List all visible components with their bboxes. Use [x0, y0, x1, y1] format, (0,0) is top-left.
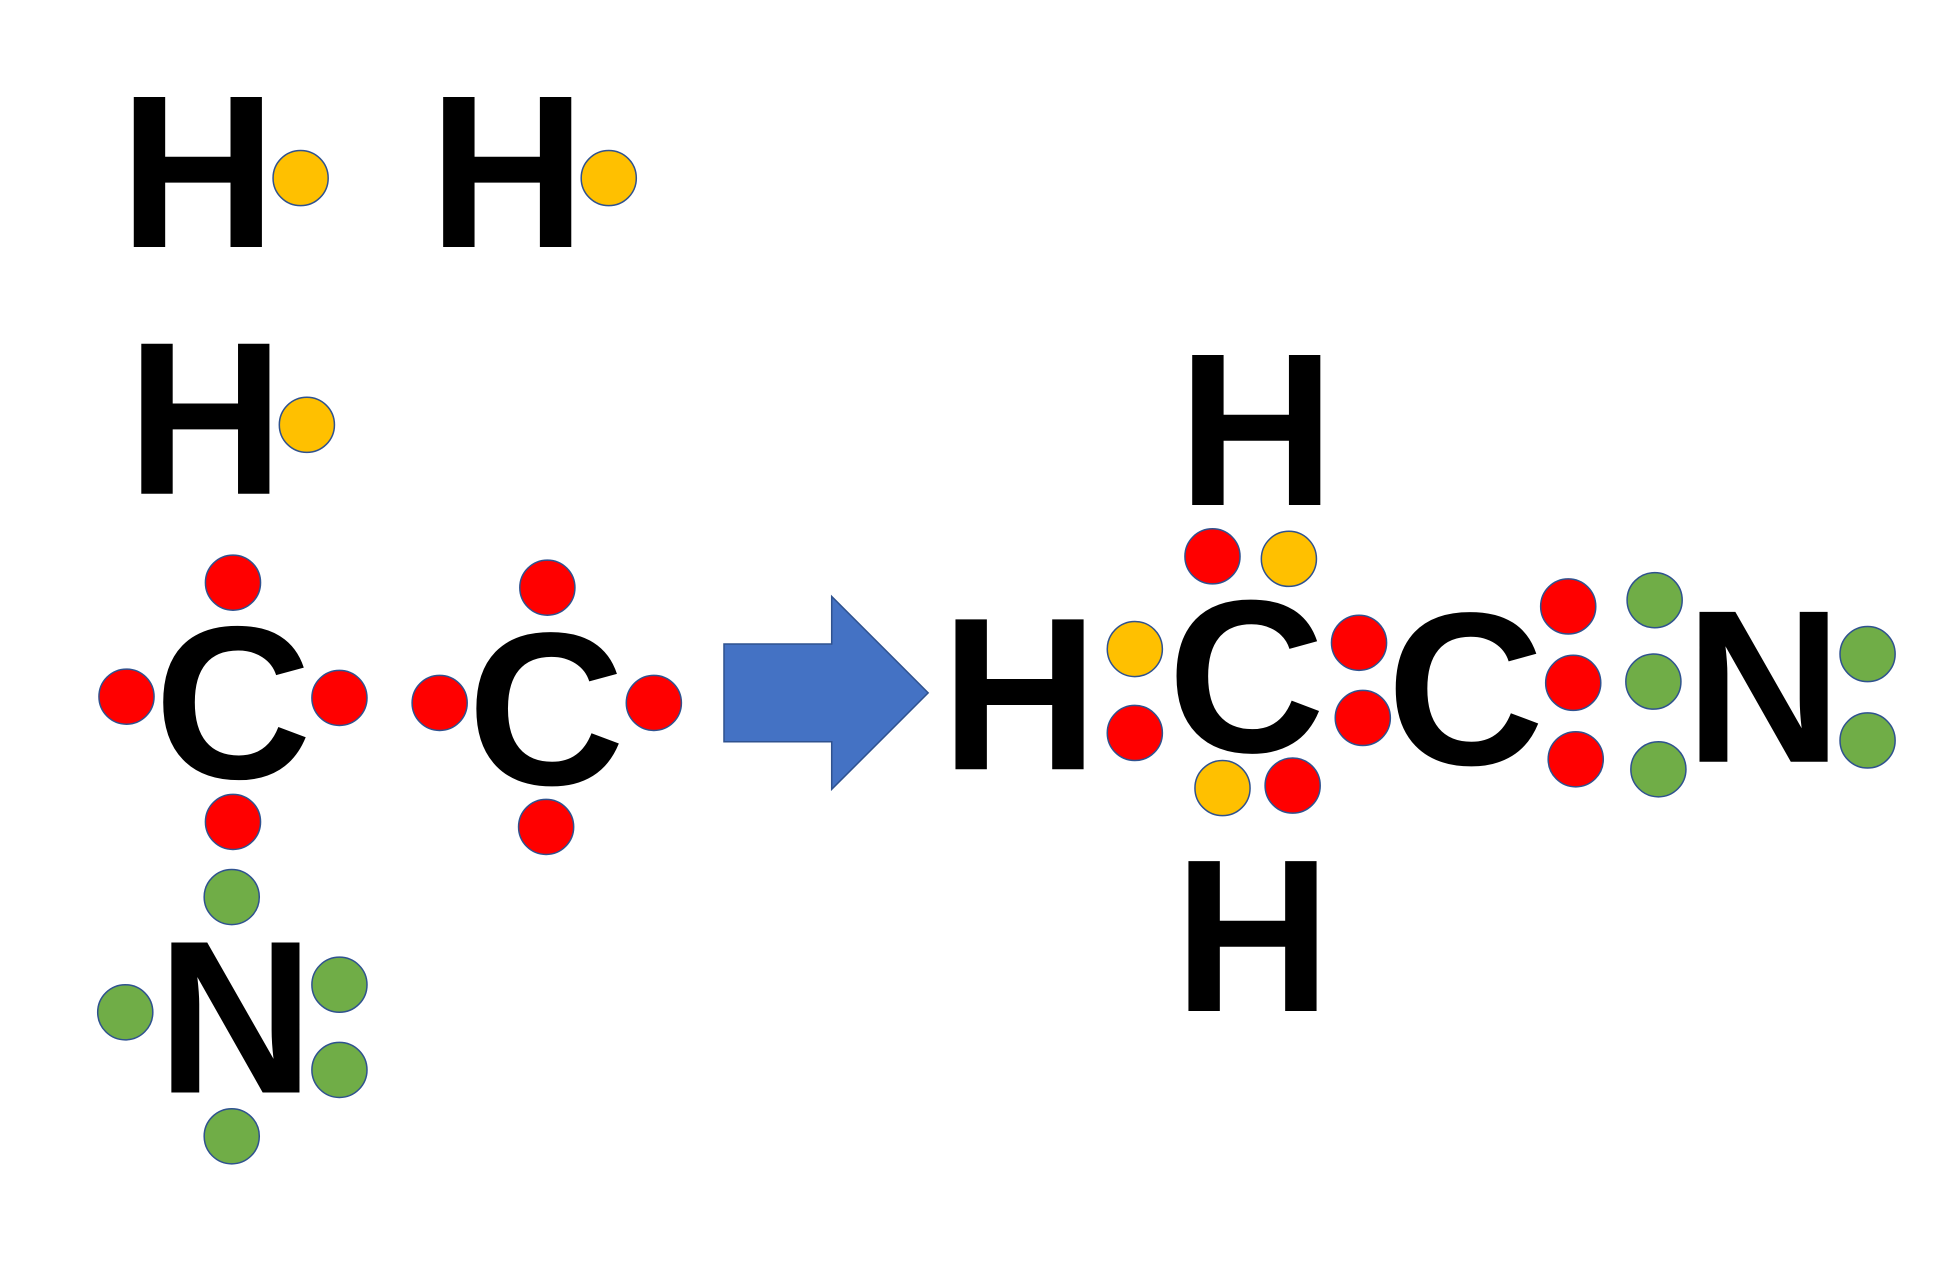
carbon-electron — [625, 674, 683, 732]
atom-hydrogen-left: H — [941, 573, 1098, 816]
carbon-electron — [311, 669, 368, 727]
product: H H C C N H — [941, 309, 1896, 1058]
nitrogen-electron — [1625, 653, 1682, 710]
atom-nitrogen: N — [1685, 566, 1842, 809]
atom-hydrogen-2: H — [429, 51, 586, 294]
carbon-electron — [98, 668, 155, 725]
atom-carbon-2: C — [1387, 568, 1544, 811]
carbon-electron — [1539, 578, 1597, 635]
carbon-electron — [1544, 654, 1602, 712]
carbon-electron — [411, 674, 468, 732]
atom-hydrogen-top: H — [1178, 309, 1335, 552]
nitrogen-electron — [203, 1107, 261, 1165]
hydrogen-electron — [1106, 620, 1164, 678]
nitrogen-electron — [96, 983, 154, 1041]
right-arrow-icon — [723, 594, 930, 792]
atom-hydrogen-bottom: H — [1174, 815, 1331, 1058]
carbon-electron — [519, 559, 576, 616]
nitrogen-electron — [203, 868, 261, 926]
hydrogen-electron — [580, 149, 638, 207]
nitrogen-electron — [1626, 571, 1683, 629]
nitrogen-electron — [311, 956, 368, 1014]
nitrogen-electron — [1839, 712, 1896, 769]
carbon-electron — [517, 798, 575, 856]
hydrogen-electron — [1194, 759, 1251, 817]
atom-carbon-2: C — [467, 588, 624, 831]
carbon-electron — [204, 793, 262, 851]
carbon-electron — [1184, 528, 1241, 585]
nitrogen-electron — [311, 1041, 368, 1099]
hydrogen-electron — [278, 396, 336, 454]
reactants: H H H C C N — [96, 51, 683, 1165]
carbon-electron — [1330, 614, 1388, 672]
carbon-electron — [1547, 730, 1605, 788]
atom-nitrogen: N — [157, 896, 314, 1139]
carbon-electron — [204, 554, 262, 611]
atom-carbon-1: C — [154, 582, 311, 825]
carbon-electron — [1334, 689, 1392, 747]
carbon-electron — [1264, 757, 1321, 814]
nitrogen-electron — [1839, 625, 1896, 683]
hydrogen-electron — [1260, 530, 1318, 588]
atom-hydrogen-3: H — [127, 298, 284, 541]
hydrogen-electron — [272, 149, 329, 207]
carbon-electron — [1106, 704, 1164, 762]
nitrogen-electron — [1630, 740, 1687, 798]
atom-hydrogen-1: H — [119, 51, 276, 294]
